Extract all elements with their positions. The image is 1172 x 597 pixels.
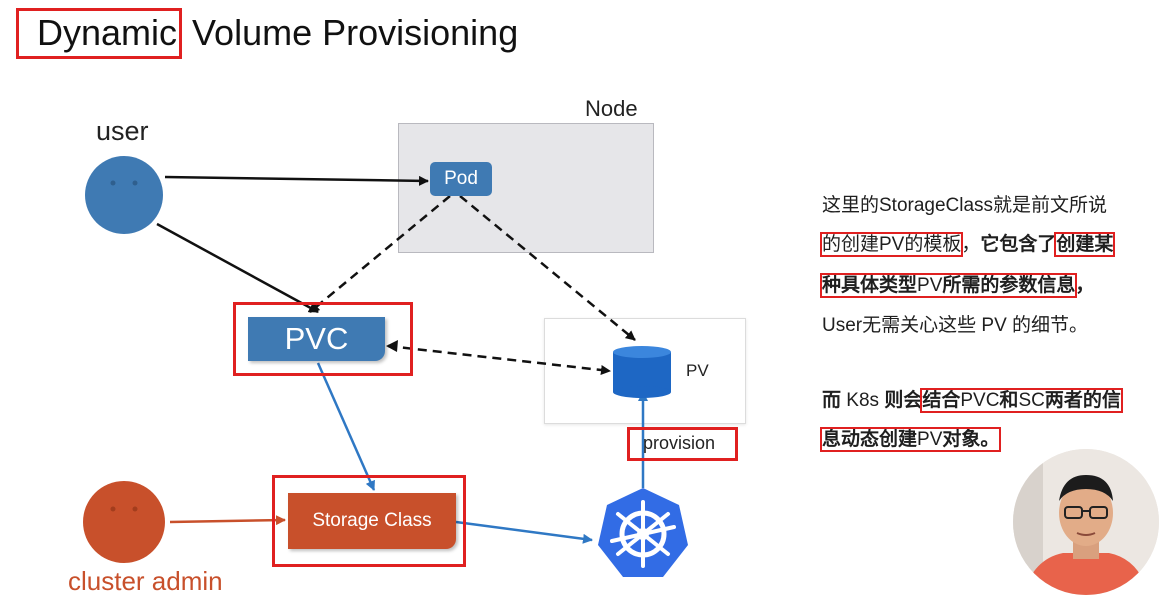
storage-class-highlight-box — [272, 475, 466, 567]
pvc-box: PVC — [248, 317, 385, 361]
arrow-user-pod — [164, 175, 429, 186]
storage-class-box: Storage Class — [288, 493, 456, 549]
provision-label: provision — [643, 433, 716, 453]
cluster-admin-label: cluster admin — [68, 566, 223, 596]
arrow-user-pvc — [156, 222, 319, 314]
cluster-admin-avatar-icon — [83, 481, 165, 563]
arrow-admin-sc — [169, 515, 286, 526]
title-rest: Volume Provisioning — [182, 12, 519, 53]
note-line-4: User无需关心这些 PV 的细节。 — [822, 315, 1089, 336]
slide-title: Dynamic Volume Provisioning — [16, 8, 519, 59]
note-line-5: 而 K8s 则会结合PVC和SC两者的信 — [822, 388, 1123, 413]
arrow-pvc-sc — [316, 362, 376, 491]
presenter-avatar-icon — [1013, 449, 1159, 595]
pvc-highlight-box — [233, 302, 413, 376]
note-line-6: 息动态创建PV对象。 — [819, 427, 1002, 452]
user-label: user — [96, 116, 149, 146]
pod-box: Pod — [430, 162, 492, 196]
arrow-pod-pv — [459, 195, 636, 341]
user-avatar-icon — [85, 156, 163, 234]
node-label: Node — [585, 96, 638, 121]
note-line-1: 这里的StorageClass就是前文所说 — [822, 195, 1108, 216]
kubernetes-helm-icon — [598, 488, 688, 577]
arrow-sc-k8s — [455, 520, 593, 544]
arrow-pvc-pv — [387, 344, 611, 375]
provision-highlight-box — [627, 427, 738, 461]
arrow-pod-pvc — [309, 195, 451, 313]
note-line-3: 种具体类型PV所需的参数信息， — [819, 273, 1095, 298]
title-highlight: Dynamic — [16, 8, 183, 59]
note-line-2: 的创建PV的模板，它包含了创建某 — [819, 232, 1116, 257]
database-cylinder-icon — [613, 346, 671, 398]
presenter-video — [1013, 449, 1159, 595]
pv-label: PV — [686, 361, 709, 380]
